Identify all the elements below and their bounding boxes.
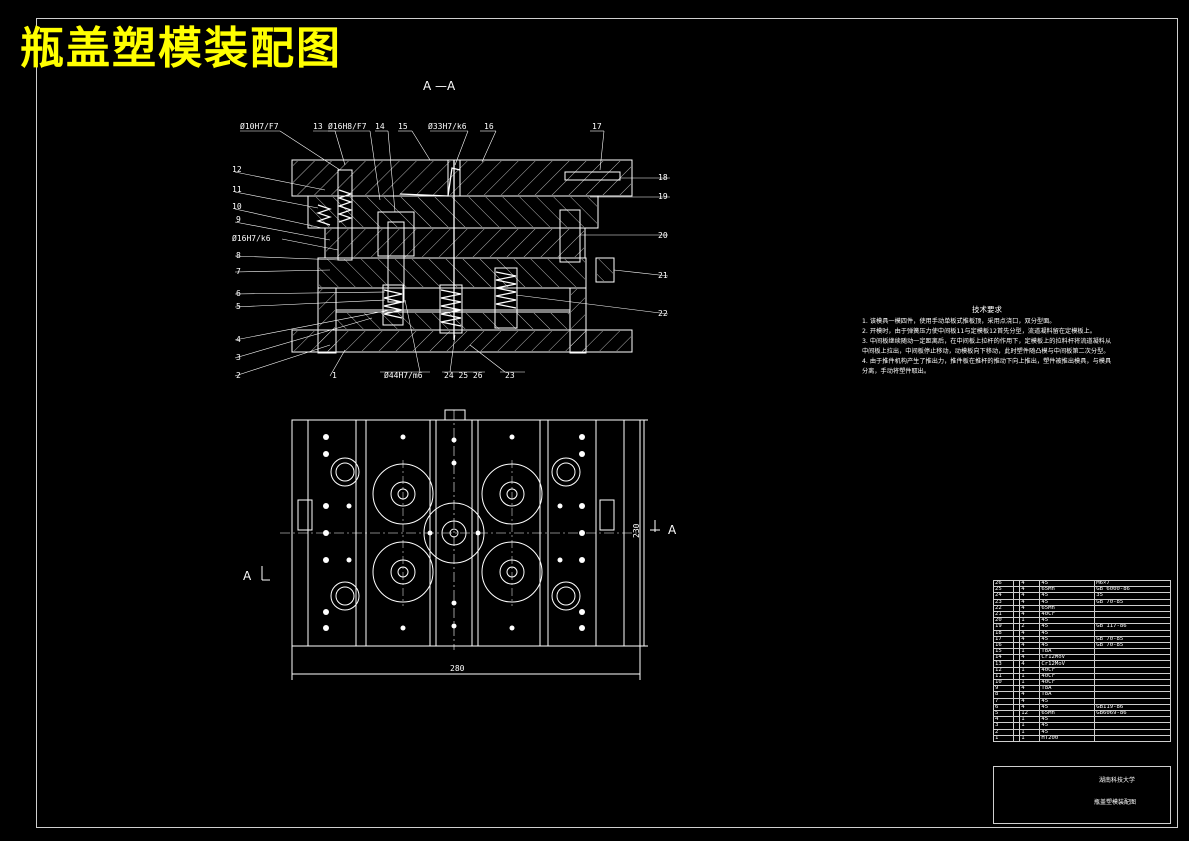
callout-label: 19 xyxy=(658,192,668,201)
callouts-top: Ø10H7/F7 13 Ø16H8/F7 14 15 Ø33H7/k6 16 1… xyxy=(240,121,602,131)
technical-requirements: 技术要求 1. 该模具一模四件，使用手动单板式推板顶，采用点浇口，双分型面。 2… xyxy=(862,305,1112,377)
callout-label: Ø16H8/F7 xyxy=(328,121,367,131)
callouts-left: 12 11 10 9 Ø16H7/k6 8 7 6 5 4 3 2 1 xyxy=(232,165,337,380)
dimension-width: 280 xyxy=(450,664,465,673)
bom-cell: HT200 xyxy=(1039,734,1096,742)
school-name: 湖南科技大学 xyxy=(1099,777,1136,784)
tech-line: 1. 该模具一模四件，使用手动单板式推板顶，采用点浇口，双分型面。 xyxy=(862,318,1056,325)
callout-label: 9 xyxy=(236,215,241,224)
callout-label: 13 xyxy=(313,122,323,131)
dimension-height: 230 xyxy=(632,523,641,538)
callout-label: 16 xyxy=(484,122,494,131)
callouts-bottom: Ø44H7/m6 24 25 26 23 xyxy=(384,370,515,380)
section-title: A —A xyxy=(423,79,456,93)
drawing-name: 瓶盖塑模装配图 xyxy=(1094,799,1137,806)
plan-holes xyxy=(323,434,585,631)
drawing-title: 瓶盖塑模装配图 xyxy=(20,23,342,74)
callouts-right: 18 19 20 21 22 xyxy=(658,173,668,318)
callout-label: 1 xyxy=(332,371,337,380)
callout-label: 17 xyxy=(592,122,602,131)
callout-label: 24 25 26 xyxy=(444,371,483,380)
callout-label: 21 xyxy=(658,271,668,280)
callout-label: 4 xyxy=(236,335,241,344)
bom-cell: 1 xyxy=(992,734,1015,742)
drawing-frame xyxy=(36,18,1178,828)
bom-cell: 1 xyxy=(1019,734,1041,742)
tech-heading: 技术要求 xyxy=(972,305,1002,314)
callout-label: Ø16H7/k6 xyxy=(232,233,271,243)
tech-line: 2. 开模时，由于弹簧压力使中间板11与定模板12首先分型，流道凝料留在定模板上… xyxy=(862,328,1096,335)
callout-label: 23 xyxy=(505,371,515,380)
title-block: 湖南科技大学 瓶盖塑模装配图 xyxy=(993,766,1171,824)
callout-label: Ø10H7/F7 xyxy=(240,121,279,131)
callout-label: 18 xyxy=(658,173,668,182)
callout-label: 22 xyxy=(658,309,668,318)
tech-line: 4. 由于推件机构产生了推出力，推件板在推杆的推动下向上推出，塑件被推出模具，与… xyxy=(862,358,1112,375)
callout-label: 20 xyxy=(658,231,668,240)
callout-label: 10 xyxy=(232,202,242,211)
leader-lines xyxy=(234,130,670,377)
callout-label: Ø33H7/k6 xyxy=(428,121,467,131)
section-mark-left: A xyxy=(243,569,252,583)
callout-label: 12 xyxy=(232,165,242,174)
callout-label: 11 xyxy=(232,185,242,194)
springs xyxy=(316,189,517,327)
tech-line: 3. 中间板继续随动一定距离后，在中间板上拉杆的作用下，定模板上的拉料杆将流道凝… xyxy=(862,338,1112,355)
bom-cell xyxy=(1094,734,1171,742)
callout-label: 2 xyxy=(236,371,241,380)
section-hatching xyxy=(293,161,631,352)
callout-label: Ø44H7/m6 xyxy=(384,370,423,380)
callout-label: 3 xyxy=(236,353,241,362)
callout-label: 5 xyxy=(236,302,241,311)
section-mark-right: A xyxy=(668,523,677,537)
sprue xyxy=(399,160,461,340)
callout-label: 6 xyxy=(236,289,241,298)
callout-label: 14 xyxy=(375,122,385,131)
callout-label: 15 xyxy=(398,122,408,131)
callout-label: 7 xyxy=(236,267,241,276)
bom-cell xyxy=(1013,734,1021,742)
plan-view xyxy=(261,409,660,680)
callout-label: 8 xyxy=(236,251,241,260)
